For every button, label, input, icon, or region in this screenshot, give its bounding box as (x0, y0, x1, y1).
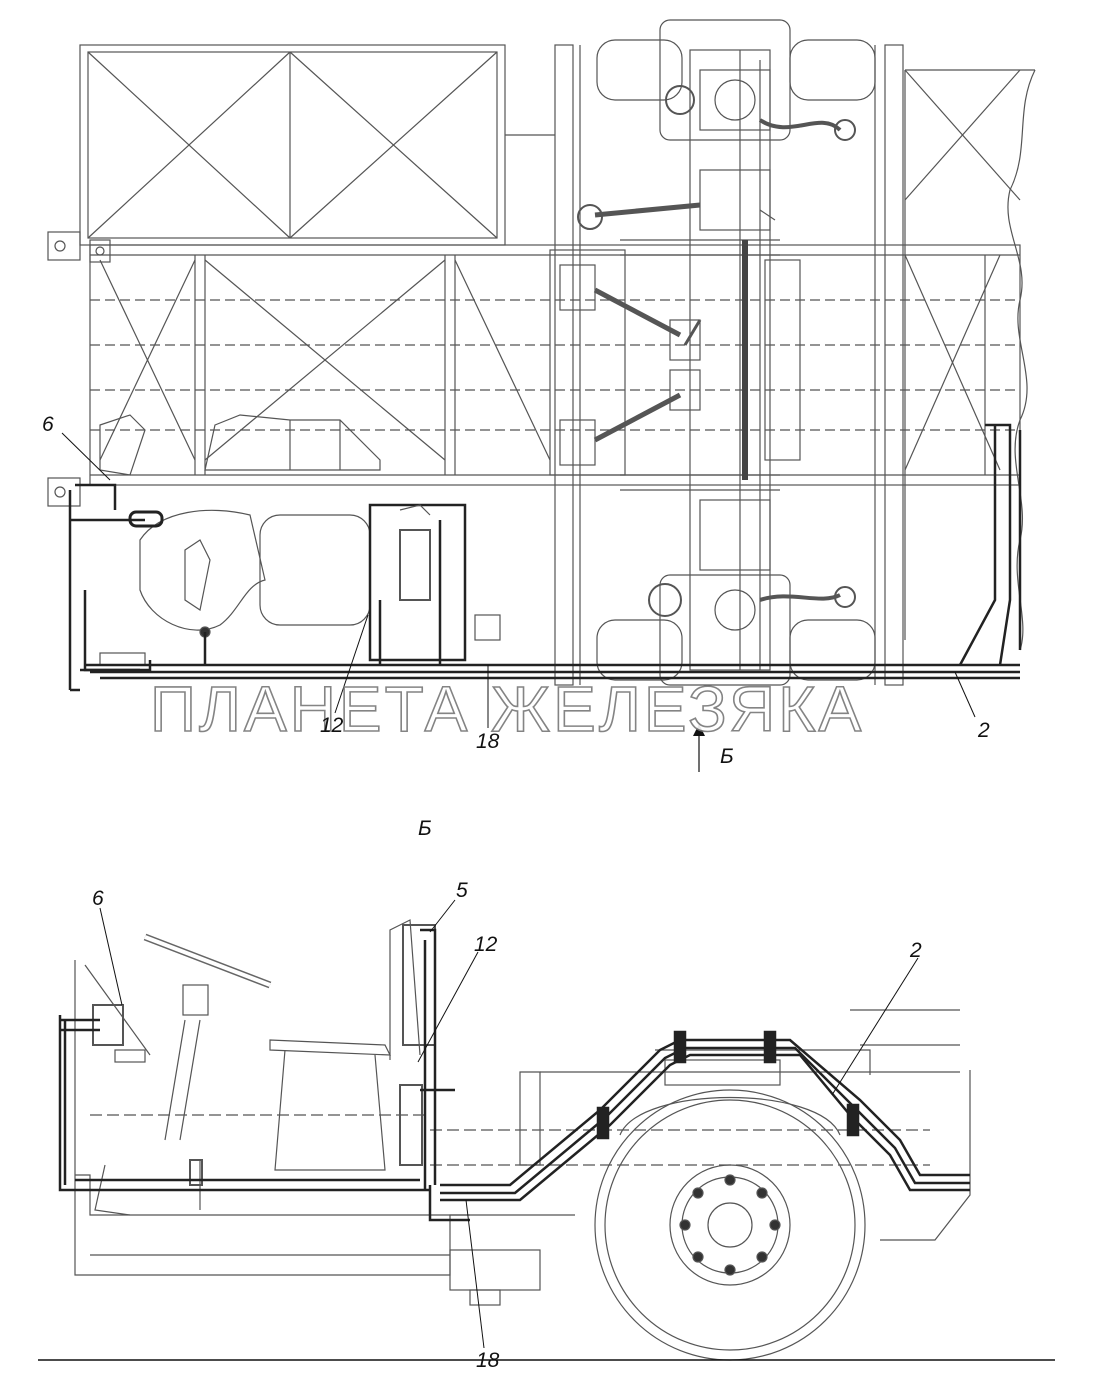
top-leaders (61, 432, 976, 728)
steering-linkage (559, 264, 702, 466)
callout-18-side: 18 (476, 1349, 500, 1372)
callout-12-top: 12 (320, 714, 344, 737)
driveline (689, 49, 801, 671)
callout-6-side: 6 (92, 887, 104, 910)
side-leaders (99, 899, 919, 1349)
rear-structure (519, 1049, 960, 1166)
top-view (47, 19, 1036, 772)
section-label: Б (418, 817, 432, 840)
watermark: ПЛАНЕТА ЖЕЛЕЗЯКА (149, 672, 865, 746)
steering-column (84, 933, 272, 1141)
seat (269, 919, 421, 1171)
rear-truss (904, 69, 1036, 651)
front-axle (577, 19, 876, 231)
front-equipment (92, 1004, 203, 1216)
side-pipeline-harness (58, 928, 970, 1222)
chassis-outline (74, 960, 971, 1276)
chassis-rails (549, 44, 904, 686)
pipeline-harness (68, 423, 1022, 692)
view-arrow-label: Б (720, 745, 734, 768)
cab-rear-panel (399, 924, 541, 1306)
cab-floor-equipment (99, 414, 381, 666)
callout-5-side: 5 (456, 879, 468, 902)
callout-18-top: 18 (476, 730, 500, 753)
callout-6-top: 6 (42, 413, 54, 436)
callout-2-top: 2 (978, 719, 990, 742)
upper-truss (79, 44, 555, 246)
side-view (38, 899, 1055, 1361)
callout-12-side: 12 (474, 933, 498, 956)
callout-2-side: 2 (910, 939, 922, 962)
frame-brackets (47, 231, 111, 507)
equipment-box (368, 503, 501, 662)
rear-axle (596, 499, 876, 686)
